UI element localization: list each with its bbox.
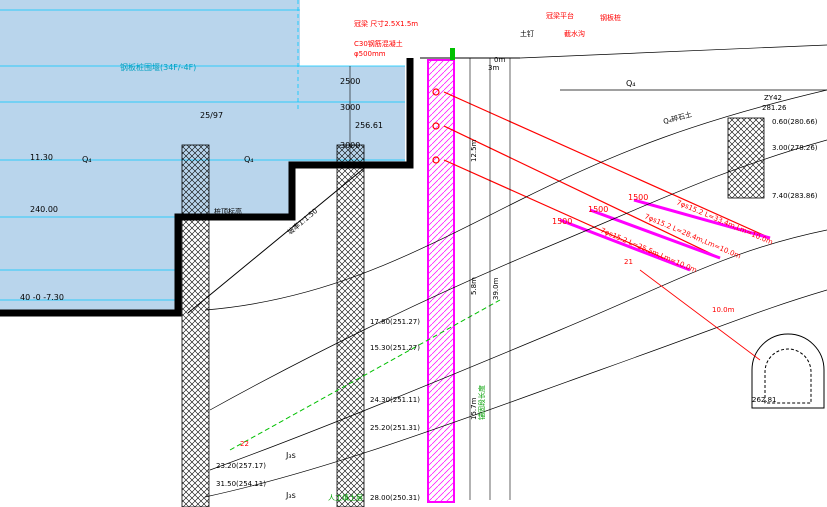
- wall-label: 桩顶标高: [214, 207, 242, 216]
- pile-boring: [727, 117, 765, 199]
- boring-1: 0.60(280.66): [772, 118, 818, 126]
- pile-cap: 0m: [494, 56, 505, 64]
- anchor-3: 1500: [552, 217, 572, 226]
- anchor-2: 1500: [588, 205, 608, 214]
- layer-q1-mid: Q₄: [244, 155, 254, 164]
- soil-boundaries: [204, 44, 827, 498]
- pile-left: [181, 144, 210, 507]
- layer-q1-left: Q₄: [82, 155, 92, 164]
- soil-level-7: 31.50(254.11): [216, 480, 266, 488]
- slope-line: [187, 164, 369, 314]
- soil-level-6: 23.20(257.17): [216, 462, 266, 470]
- tunnel-elev: 262.81: [752, 396, 777, 404]
- magenta-pile: [427, 59, 455, 503]
- soil-level-1: 17.80(251.27): [370, 318, 420, 326]
- dim-58: 5.8m: [470, 277, 478, 295]
- level-3: 40 -0 -7.30: [20, 293, 64, 302]
- green-cap: [450, 48, 455, 60]
- j-layer-1: J₃s: [285, 451, 296, 460]
- dim-3000b: 3000: [340, 141, 360, 150]
- level-1: 11.30: [30, 153, 53, 162]
- tunnel-leader: [639, 269, 761, 361]
- col-label-1: C30钢筋混凝土: [354, 39, 403, 48]
- anchor-1: 1500: [628, 193, 648, 202]
- boring-elev: 281.26: [762, 104, 787, 112]
- soil-level-3: 24.30(251.11): [370, 396, 420, 404]
- layer-q1-right: Q₄: [626, 79, 636, 88]
- angle-2: 21: [624, 258, 633, 266]
- soil-level-2: 15.30(251.27): [370, 344, 420, 352]
- lower-left-1: 人工填土层: [328, 493, 363, 502]
- lower-dim: 10.0m: [712, 306, 735, 314]
- dim-2500: 2500: [340, 77, 360, 86]
- green-dashed: [229, 299, 501, 451]
- soil-level-5: 28.00(250.31): [370, 494, 420, 502]
- pile-middle: [336, 144, 365, 507]
- anchor-bond-segments: [559, 198, 771, 272]
- top-note-4: 截水沟: [564, 29, 585, 38]
- angle-1: 22: [240, 440, 249, 448]
- dim-157: 15.7m: [470, 397, 478, 420]
- top-note-1: 冠梁 尺寸2.5X1.5m: [354, 19, 418, 28]
- tunnel: [751, 333, 825, 409]
- dim-3: 3m: [488, 64, 499, 72]
- soil-level-4: 25.20(251.31): [370, 424, 420, 432]
- green-label: 锚固段长度: [477, 385, 486, 420]
- basin-title: 钢板桩围堰(34F/-4F): [120, 62, 196, 72]
- top-note-5: 钢板桩: [600, 13, 621, 22]
- stepped-wall: [0, 58, 414, 317]
- top-dim-1: 25/97: [200, 111, 223, 120]
- top-note-3: 土钉: [520, 29, 534, 38]
- top-note-2: 冠梁平台: [546, 11, 574, 20]
- dim-125: 12.5m: [470, 139, 478, 162]
- boring-id: ZY42: [764, 94, 782, 102]
- boring-3: 7.40(283.86): [772, 192, 818, 200]
- dim-3000a: 3000: [340, 103, 360, 112]
- col-label-2: φ500mm: [354, 50, 386, 58]
- top-dim-2: 256.61: [355, 121, 383, 130]
- dim-399: 39.0m: [492, 277, 500, 300]
- level-2: 240.00: [30, 205, 58, 214]
- dimension-lines: [349, 58, 511, 500]
- j-layer-2: J₃s: [285, 491, 296, 500]
- boring-2: 3.00(278.26): [772, 144, 818, 152]
- layer-gravel: Q₄碎石土: [662, 110, 693, 126]
